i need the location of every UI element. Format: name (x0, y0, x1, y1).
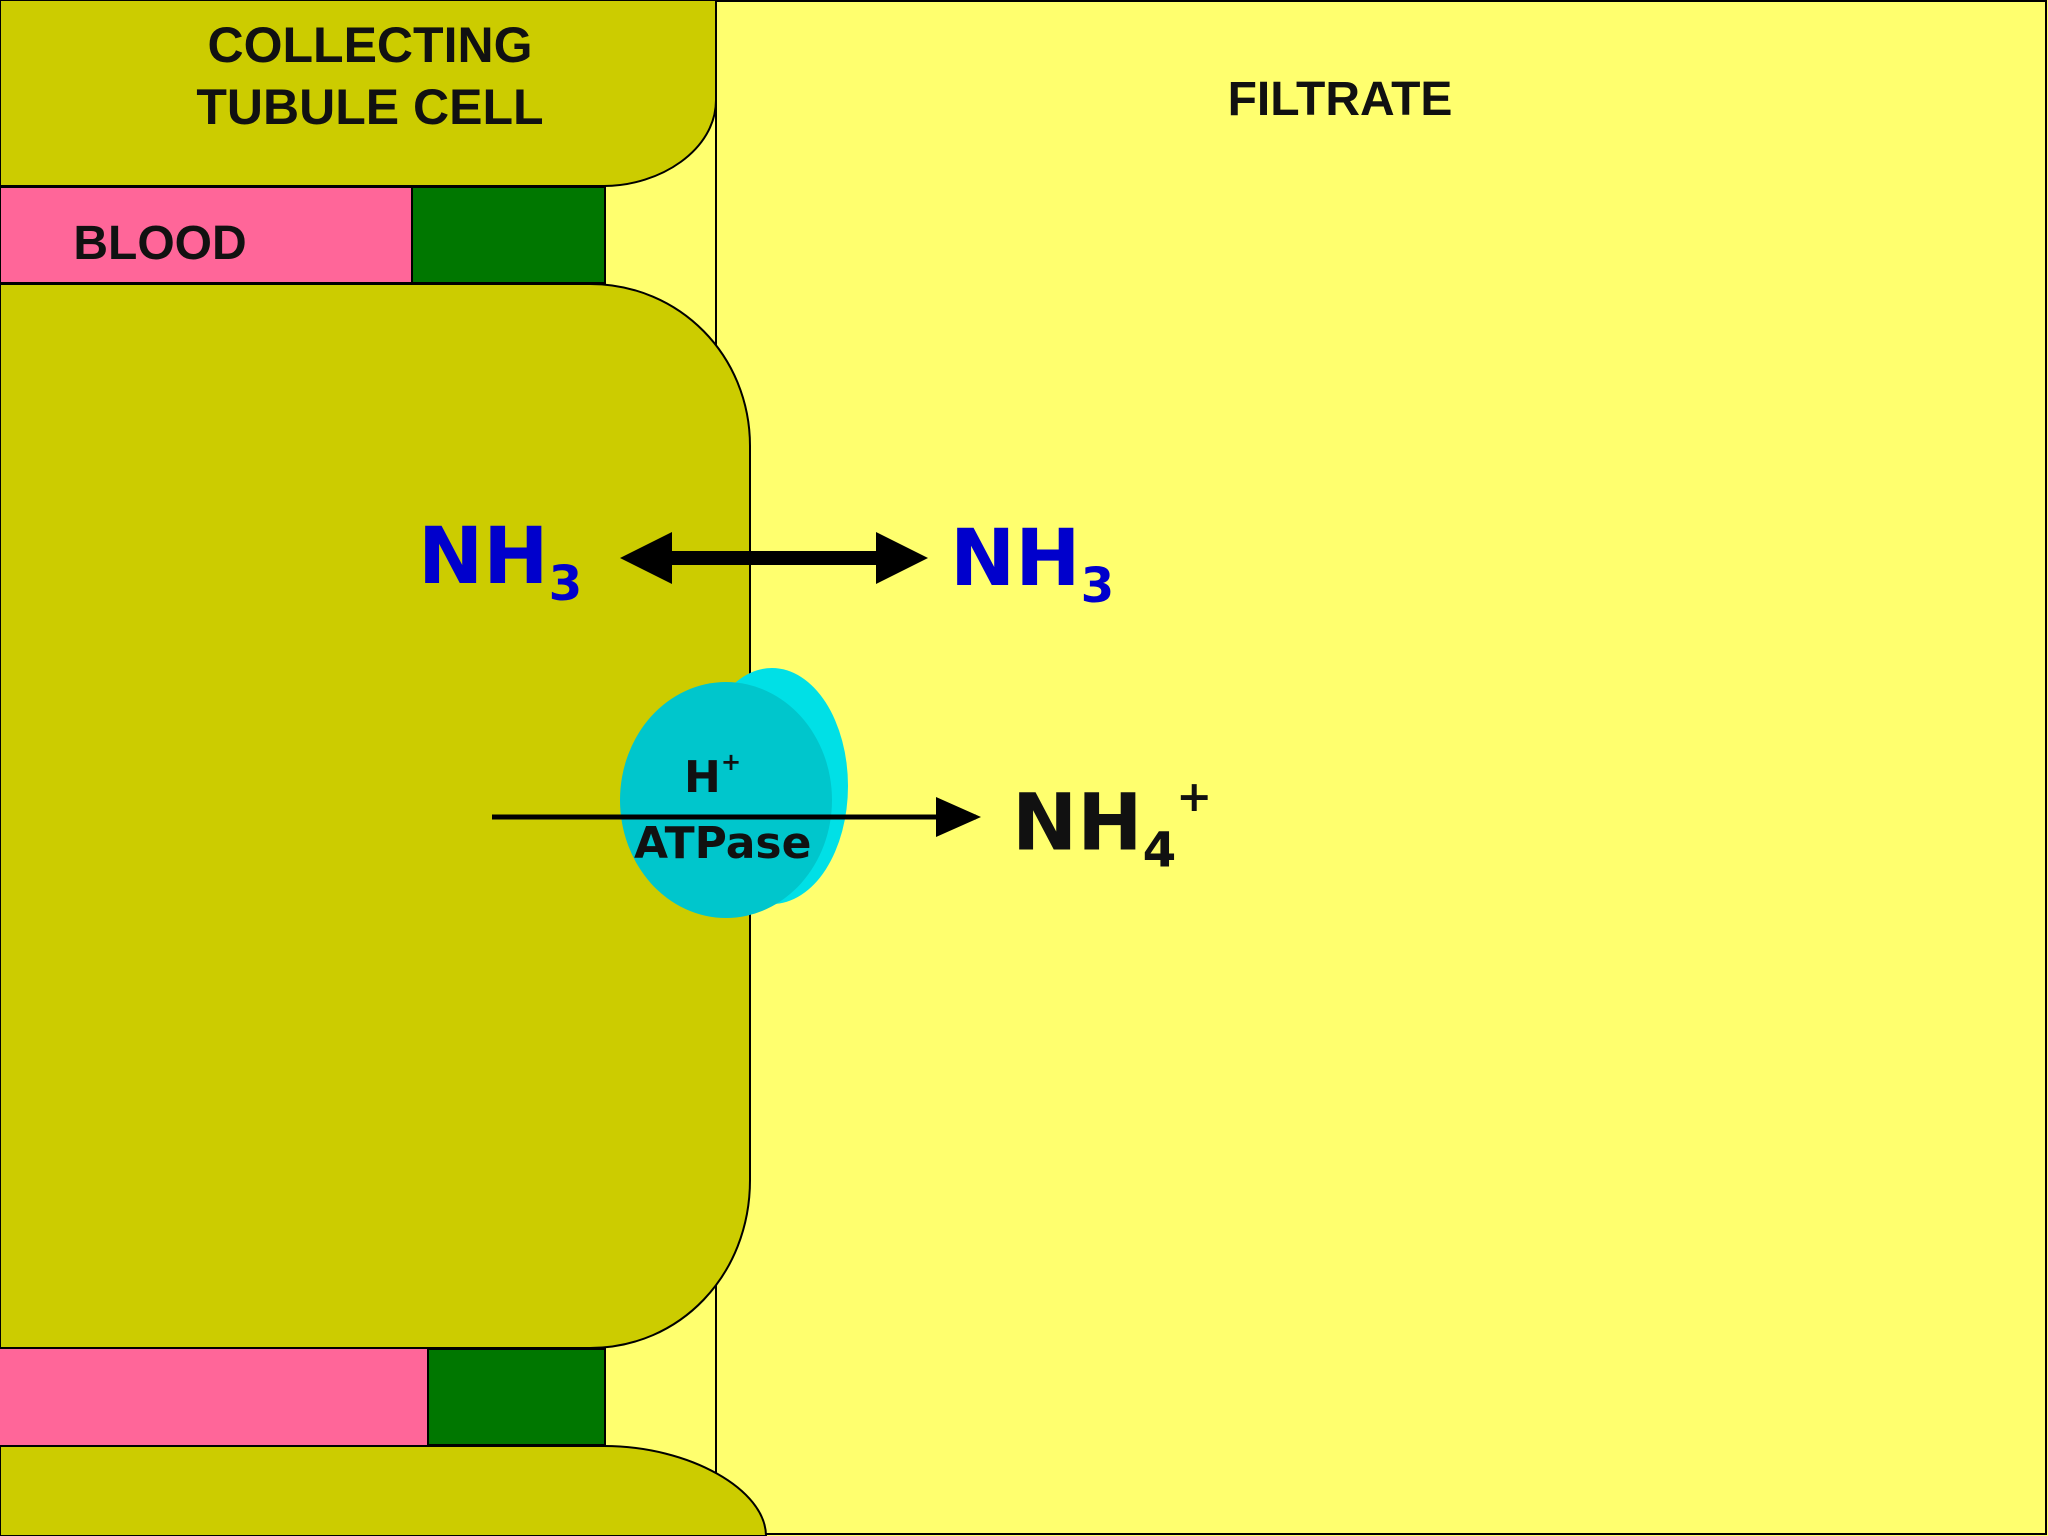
tight-junction-top (411, 186, 606, 284)
nh3-filtrate-label: NH3 (950, 514, 1115, 614)
filtrate-label: FILTRATE (1227, 73, 1453, 126)
collecting-tubule-cell (0, 283, 751, 1349)
pump-name-label: ATPase (634, 818, 812, 869)
tight-junction-bottom (427, 1348, 606, 1446)
nh3-diffusion-arrow (620, 532, 928, 584)
top-cell (0, 0, 717, 187)
nh3-cell-label: NH3 (418, 512, 583, 612)
cell-label: COLLECTING TUBULE CELL (196, 17, 544, 135)
pump-ion-label: H+ (684, 748, 742, 803)
nh4-filtrate-label: NH4+ (1012, 772, 1213, 879)
h-atpase-pump (620, 668, 848, 918)
blood-space-top (0, 186, 413, 284)
blood-space-bottom (0, 1349, 428, 1445)
bottom-cell (0, 1445, 768, 1536)
blood-label: BLOOD (73, 217, 247, 270)
filtrate-region (715, 0, 2047, 1535)
